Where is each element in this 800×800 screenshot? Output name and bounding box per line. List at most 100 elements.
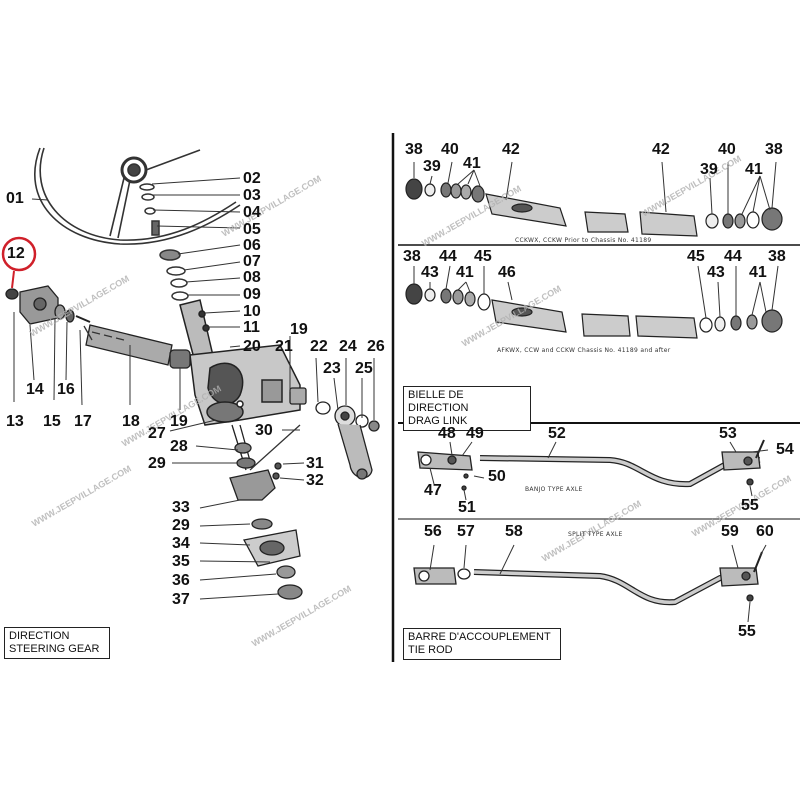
part-number-35: 35 bbox=[172, 553, 190, 570]
part-number-37: 37 bbox=[172, 591, 190, 608]
tie-rod-caption-split: SPLIT TYPE AXLE bbox=[568, 531, 623, 538]
part-number-55: 55 bbox=[738, 623, 756, 640]
steering-column bbox=[179, 299, 215, 367]
part-number-10: 10 bbox=[243, 303, 261, 320]
tie-rod-banjo bbox=[417, 439, 765, 491]
part-number-22: 22 bbox=[310, 338, 328, 355]
part-number-57: 57 bbox=[457, 523, 475, 540]
part-number-41: 41 bbox=[456, 264, 474, 281]
part-number-39: 39 bbox=[700, 161, 718, 178]
part-number-19: 19 bbox=[170, 413, 188, 430]
part-number-44: 44 bbox=[724, 248, 742, 265]
part-number-29: 29 bbox=[148, 455, 166, 472]
part-number-24: 24 bbox=[339, 338, 357, 355]
part-number-40: 40 bbox=[441, 141, 459, 158]
part-number-38: 38 bbox=[405, 141, 423, 158]
part-number-38: 38 bbox=[403, 248, 421, 265]
part-number-17: 17 bbox=[74, 413, 92, 430]
part-number-03: 03 bbox=[243, 187, 261, 204]
part-number-15: 15 bbox=[43, 413, 61, 430]
part-number-02: 02 bbox=[243, 170, 261, 187]
part-number-06: 06 bbox=[243, 237, 261, 254]
part-number-07: 07 bbox=[243, 253, 261, 270]
part-number-32: 32 bbox=[306, 472, 324, 489]
part-number-38: 38 bbox=[765, 141, 783, 158]
part-number-45: 45 bbox=[687, 248, 705, 265]
part-number-01: 01 bbox=[6, 190, 24, 207]
part-number-33: 33 bbox=[172, 499, 190, 516]
part-number-14: 14 bbox=[26, 381, 44, 398]
part-number-43: 43 bbox=[421, 264, 439, 281]
part-number-29: 29 bbox=[172, 517, 190, 534]
part-number-50: 50 bbox=[488, 468, 506, 485]
part-number-36: 36 bbox=[172, 572, 190, 589]
part-number-59: 59 bbox=[721, 523, 739, 540]
part-number-16: 16 bbox=[57, 381, 75, 398]
part-number-38: 38 bbox=[768, 248, 786, 265]
drag-link-bottom bbox=[405, 283, 783, 339]
part-number-42: 42 bbox=[502, 141, 520, 158]
part-number-49: 49 bbox=[466, 425, 484, 442]
tie-rod-title-fr: BARRE D'ACCOUPLEMENT bbox=[408, 631, 551, 643]
worm-shaft bbox=[85, 324, 191, 369]
part-number-47: 47 bbox=[424, 482, 442, 499]
part-number-23: 23 bbox=[323, 360, 341, 377]
part-number-13: 13 bbox=[6, 413, 24, 430]
tie-rod-banjo-leader-lines bbox=[429, 441, 769, 501]
part-number-43: 43 bbox=[707, 264, 725, 281]
part-number-25: 25 bbox=[355, 360, 373, 377]
part-number-44: 44 bbox=[439, 248, 457, 265]
part-number-04: 04 bbox=[243, 204, 261, 221]
part-number-60: 60 bbox=[756, 523, 774, 540]
tie-rod-split bbox=[413, 551, 763, 606]
part-number-09: 09 bbox=[243, 286, 261, 303]
part-number-28: 28 bbox=[170, 438, 188, 455]
part-number-27: 27 bbox=[148, 425, 166, 442]
sector-shaft-parts bbox=[289, 387, 380, 480]
part-number-08: 08 bbox=[243, 269, 261, 286]
highlight-circle bbox=[1, 236, 37, 272]
part-number-11: 11 bbox=[243, 319, 260, 336]
part-number-55: 55 bbox=[741, 497, 759, 514]
steering-title-fr: DIRECTION bbox=[9, 630, 70, 642]
part-number-45: 45 bbox=[474, 248, 492, 265]
drag-link-title-en: DRAG LINK bbox=[408, 415, 468, 427]
part-number-54: 54 bbox=[776, 441, 794, 458]
part-number-20: 20 bbox=[243, 338, 261, 355]
drag-link-caption-top: CCKWX, CCKW Prior to Chassis No. 41189 bbox=[515, 237, 652, 244]
tie-rod-title-en: TIE ROD bbox=[408, 644, 453, 656]
part-number-41: 41 bbox=[463, 155, 481, 172]
gear-housing bbox=[189, 344, 301, 426]
part-number-41: 41 bbox=[745, 161, 763, 178]
drag-link-title-fr: BIELLE DE DIRECTION bbox=[408, 389, 469, 414]
part-number-48: 48 bbox=[438, 425, 456, 442]
steering-leader-lines bbox=[13, 177, 375, 600]
part-number-40: 40 bbox=[718, 141, 736, 158]
steering-title-en: STEERING GEAR bbox=[9, 643, 100, 655]
drag-link-caption-bottom: AFKWX, CCW and CCKW Chassis No. 41189 an… bbox=[497, 347, 671, 354]
tie-rod-split-leader-lines bbox=[429, 544, 767, 623]
drag-link-top bbox=[405, 178, 783, 237]
drag-link-leader-lines bbox=[413, 161, 779, 319]
part-number-12: 12 bbox=[7, 245, 25, 262]
part-number-56: 56 bbox=[424, 523, 442, 540]
part-number-53: 53 bbox=[719, 425, 737, 442]
part-number-21: 21 bbox=[275, 338, 293, 355]
part-number-19: 19 bbox=[290, 321, 308, 338]
part-number-18: 18 bbox=[122, 413, 140, 430]
tie-rod-caption-banjo: BANJO TYPE AXLE bbox=[525, 486, 583, 493]
tie-rod-title: BARRE D'ACCOUPLEMENT TIE ROD bbox=[403, 628, 561, 660]
part-number-30: 30 bbox=[255, 422, 273, 439]
end-cover-group bbox=[5, 285, 93, 341]
highlight-leader bbox=[11, 270, 15, 289]
part-number-39: 39 bbox=[423, 158, 441, 175]
part-number-26: 26 bbox=[367, 338, 385, 355]
part-number-52: 52 bbox=[548, 425, 566, 442]
part-number-05: 05 bbox=[243, 221, 261, 238]
part-number-42: 42 bbox=[652, 141, 670, 158]
drag-link-title: BIELLE DE DIRECTION DRAG LINK bbox=[403, 386, 531, 431]
part-number-31: 31 bbox=[306, 455, 324, 472]
part-number-51: 51 bbox=[458, 499, 476, 516]
